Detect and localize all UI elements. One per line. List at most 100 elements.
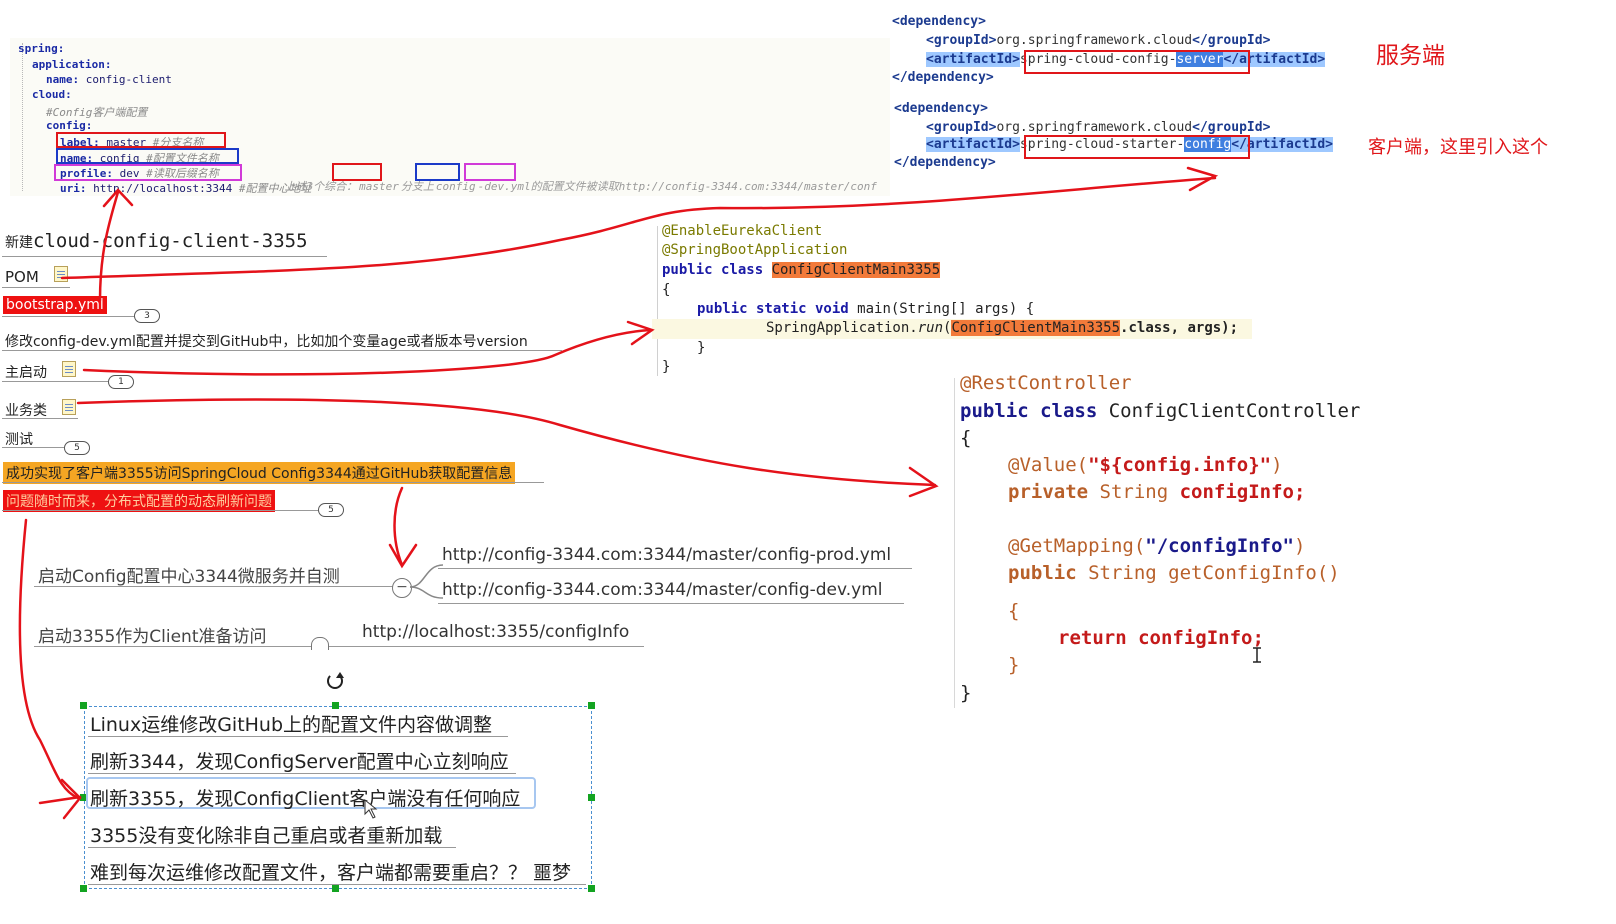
arrow-down: [393, 486, 404, 567]
arrow-main-start: [82, 328, 652, 376]
mouse-pointer-icon: [364, 798, 378, 819]
mindmap-node-main-start[interactable]: 主启动: [5, 365, 47, 381]
code-line: public class ConfigClientController: [960, 400, 1361, 422]
resize-handle[interactable]: [80, 794, 87, 801]
resize-handle[interactable]: [332, 702, 339, 709]
node-underline: [2, 350, 562, 351]
server-artifact-box: [1024, 50, 1250, 74]
note-item[interactable]: 3355没有变化除非自己重启或者重新加载: [90, 825, 443, 847]
code-line: {: [1008, 600, 1020, 622]
rotate-icon[interactable]: [327, 673, 343, 689]
arrow-pom-xml: [60, 176, 1217, 280]
yaml-line: application:: [32, 58, 112, 71]
branch-connector: [409, 564, 444, 599]
mindmap-node-modify[interactable]: 修改config-dev.yml配置并提交到GitHub中，比如加个变量age或…: [5, 334, 528, 350]
node-underline: [2, 482, 544, 483]
xml-line: <artifactId>spring-cloud-starter-config<…: [926, 137, 1334, 152]
mindmap-node-start-config[interactable]: 启动Config配置中心3344微服务并自测: [38, 567, 340, 587]
master-highlight-box: [332, 163, 382, 181]
controller-code: @RestController public class ConfigClien…: [952, 368, 1402, 713]
node-underline: [438, 603, 904, 604]
node-underline: [2, 287, 70, 288]
xml-line: <groupId>org.springframework.cloud</grou…: [926, 33, 1271, 48]
mindmap-node-start-client[interactable]: 启动3355作为Client准备访问: [38, 627, 267, 647]
yaml-line: spring:: [18, 42, 65, 55]
code-line: @Value("${config.info}"): [1008, 454, 1283, 476]
arrow-head: [60, 778, 82, 820]
label-highlight-box: [56, 132, 226, 148]
arrow-head: [388, 543, 418, 569]
collapse-badge[interactable]: 5: [318, 503, 344, 517]
xml-line: <groupId>org.springframework.cloud</grou…: [926, 120, 1271, 135]
mindmap-node-test[interactable]: 测试: [5, 432, 33, 448]
main-class-code: @EnableEurekaClient @SpringBootApplicati…: [652, 220, 1272, 380]
node-underline: [88, 884, 586, 885]
yaml-line: name: config #配置文件名称: [60, 152, 219, 165]
yaml-line: name: config-client: [46, 73, 172, 86]
resize-handle[interactable]: [588, 794, 595, 801]
collapse-badge[interactable]: 3: [134, 309, 160, 323]
resize-handle[interactable]: [80, 885, 87, 892]
resize-handle[interactable]: [80, 702, 87, 709]
code-line: public class ConfigClientMain3355: [662, 262, 941, 278]
yaml-line: cloud:: [32, 88, 72, 101]
arrow-tail: [38, 795, 82, 805]
arrow-problem-notes: [18, 518, 80, 800]
node-underline: [88, 773, 516, 774]
note-icon[interactable]: [62, 361, 76, 377]
node-underline: [2, 447, 64, 448]
code-line: public static void main(String[] args) {: [697, 301, 1035, 317]
code-line: @SpringBootApplication: [662, 242, 848, 258]
arrow-head: [626, 320, 655, 346]
arrow-business: [76, 398, 937, 487]
yaml-line: profile: dev #读取后缀名称: [60, 167, 219, 180]
rotate-icon-arrow: [336, 672, 344, 678]
code-line: }: [960, 682, 972, 704]
mindmap-title[interactable]: 新建cloud-config-client-3355: [5, 230, 308, 252]
resize-handle[interactable]: [588, 885, 595, 892]
yaml-line: config:: [46, 119, 93, 132]
arrow-bootstrap-yaml: [98, 190, 120, 302]
node-underline: [2, 256, 327, 257]
mindmap-node-success[interactable]: 成功实现了客户端3355访问SpringCloud Config3344通过Gi…: [3, 462, 516, 484]
code-line: }: [697, 340, 706, 356]
xml-line: <dependency>: [892, 14, 986, 29]
node-underline: [34, 586, 394, 587]
url-config-dev[interactable]: http://config-3344.com:3344/master/confi…: [442, 580, 883, 600]
note-item[interactable]: Linux运维修改GitHub上的配置文件内容做调整: [90, 714, 493, 736]
url-config-prod[interactable]: http://config-3344.com:3344/master/confi…: [442, 545, 892, 565]
collapse-badge[interactable]: 1: [108, 375, 134, 389]
code-line: return configInfo;: [1058, 627, 1264, 649]
mindmap-node-pom[interactable]: POM: [5, 268, 39, 286]
mindmap-node-bootstrap[interactable]: bootstrap.yml: [3, 296, 107, 314]
code-line: SpringApplication.run(ConfigClientMain33…: [766, 320, 1239, 336]
arrow-head: [908, 466, 939, 498]
node-underline: [88, 847, 456, 848]
mindmap-node-problem[interactable]: 问题随时而来，分布式配置的动态刷新问题: [3, 490, 275, 512]
resize-handle[interactable]: [332, 885, 339, 892]
url-client[interactable]: http://localhost:3355/configInfo: [362, 622, 630, 642]
code-line: }: [662, 359, 671, 375]
note-icon[interactable]: [62, 399, 76, 415]
collapse-badge[interactable]: 5: [64, 441, 90, 455]
resize-handle[interactable]: [588, 702, 595, 709]
collapse-toggle[interactable]: −: [392, 578, 412, 598]
collapse-toggle[interactable]: [311, 637, 329, 650]
node-underline: [2, 316, 134, 317]
arrow-head: [1186, 166, 1219, 192]
name-highlight-box: [56, 148, 239, 164]
node-underline: [2, 418, 78, 419]
xml-line: </dependency>: [892, 70, 994, 85]
note-item[interactable]: 难到每次运维修改配置文件，客户端都需要重启？？ 噩梦: [90, 862, 572, 884]
code-line: @GetMapping("/configInfo"): [1008, 535, 1306, 557]
note-item[interactable]: 刷新3344，发现ConfigServer配置中心立刻响应: [90, 751, 509, 773]
node-underline: [438, 568, 912, 569]
yaml-config-panel: spring: application: name: config-client…: [10, 38, 890, 196]
config-highlight-box: [415, 163, 460, 181]
profile-highlight-box: [54, 164, 242, 181]
note-item[interactable]: 刷新3355，发现ConfigClient客户端没有任何响应: [90, 788, 521, 810]
client-artifact-box: [1024, 135, 1250, 159]
node-underline: [34, 646, 644, 647]
mindmap-node-business[interactable]: 业务类: [5, 403, 47, 419]
